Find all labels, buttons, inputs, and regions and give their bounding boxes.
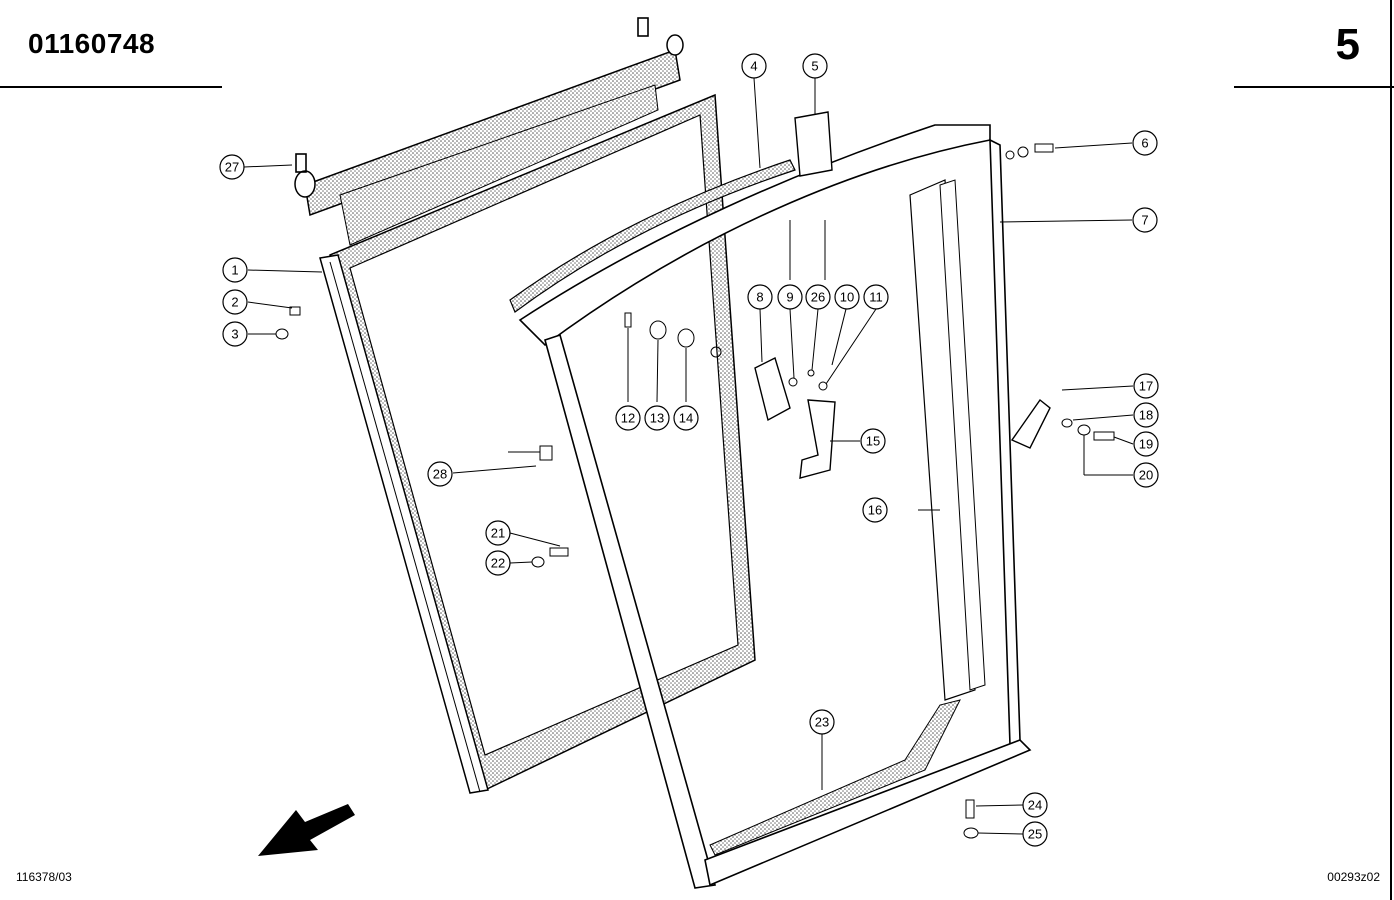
latch: [1010, 398, 1051, 449]
svg-text:21: 21: [491, 526, 505, 541]
footer-right-code: 00293z02: [1327, 870, 1380, 884]
page-number: 5: [1335, 20, 1360, 69]
svg-text:14: 14: [679, 411, 693, 426]
callout-8: 8: [747, 284, 773, 310]
svg-text:13: 13: [650, 411, 664, 426]
callout-3: 3: [222, 321, 248, 347]
door-frame: [518, 124, 1032, 889]
callout-22: 22: [485, 550, 511, 576]
svg-text:16: 16: [868, 503, 882, 518]
callout-13: 13: [644, 405, 670, 431]
callout-20: 20: [1133, 462, 1159, 488]
footer-left-code: 116378/03: [16, 870, 72, 884]
direction-arrow-icon: [258, 804, 355, 856]
svg-text:23: 23: [815, 715, 829, 730]
svg-text:25: 25: [1028, 827, 1042, 842]
callout-19: 19: [1133, 431, 1159, 457]
callout-26: 26: [805, 284, 831, 310]
callout-15: 15: [860, 428, 886, 454]
hardware: [275, 143, 1115, 839]
roller-blind: [294, 17, 684, 246]
svg-text:11: 11: [869, 290, 883, 305]
hinge-plate: [754, 357, 791, 422]
header-right-box: [1234, 0, 1394, 88]
svg-text:7: 7: [1141, 213, 1148, 228]
svg-text:9: 9: [786, 290, 793, 305]
callout-23: 23: [809, 709, 835, 735]
svg-text:20: 20: [1139, 468, 1153, 483]
svg-text:3: 3: [231, 327, 238, 342]
callout-16: 16: [862, 497, 888, 523]
callout-1: 1: [222, 257, 248, 283]
svg-text:28: 28: [433, 467, 447, 482]
right-border: [1390, 0, 1392, 900]
callout-6: 6: [1132, 130, 1158, 156]
callout-24: 24: [1022, 792, 1048, 818]
svg-text:17: 17: [1139, 379, 1153, 394]
callout-27: 27: [219, 154, 245, 180]
part-number: 01160748: [28, 28, 156, 59]
callout-9: 9: [777, 284, 803, 310]
svg-text:10: 10: [840, 290, 854, 305]
svg-text:18: 18: [1139, 408, 1153, 423]
svg-text:12: 12: [621, 411, 635, 426]
callout-21: 21: [485, 520, 511, 546]
svg-text:2: 2: [231, 295, 238, 310]
svg-text:27: 27: [225, 160, 239, 175]
handle: [799, 399, 836, 479]
svg-text:6: 6: [1141, 136, 1148, 151]
callout-11: 11: [863, 284, 889, 310]
svg-text:15: 15: [866, 434, 880, 449]
svg-text:5: 5: [811, 59, 818, 74]
callout-18: 18: [1133, 402, 1159, 428]
callout-12: 12: [615, 405, 641, 431]
callout-7: 7: [1132, 207, 1158, 233]
callout-28: 28: [427, 461, 453, 487]
hinge-strip: [319, 254, 489, 794]
callout-17: 17: [1133, 373, 1159, 399]
callout-5: 5: [802, 53, 828, 79]
callout-25: 25: [1022, 821, 1048, 847]
top-seal: [509, 159, 796, 313]
svg-text:1: 1: [231, 263, 238, 278]
bottom-seal: [709, 699, 961, 856]
svg-text:22: 22: [491, 556, 505, 571]
svg-text:8: 8: [756, 290, 763, 305]
svg-text:24: 24: [1028, 798, 1042, 813]
svg-text:4: 4: [750, 59, 757, 74]
svg-text:26: 26: [811, 290, 825, 305]
callout-10: 10: [834, 284, 860, 310]
header-left-box: [0, 0, 222, 88]
callout-14: 14: [673, 405, 699, 431]
callout-2: 2: [222, 289, 248, 315]
callout-4: 4: [741, 53, 767, 79]
leader-lines: [243, 77, 1134, 835]
svg-text:19: 19: [1139, 437, 1153, 452]
bracket: [794, 111, 833, 177]
